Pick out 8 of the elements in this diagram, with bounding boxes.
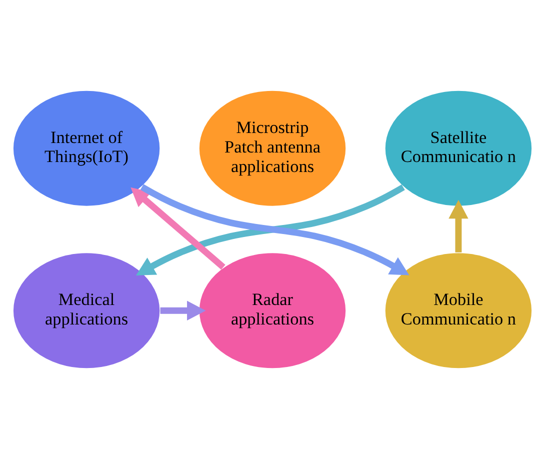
node-ellipse: Medical applications bbox=[12, 252, 161, 369]
node-ellipse: Satellite Communicatio n bbox=[384, 89, 533, 206]
arrow bbox=[160, 300, 206, 320]
node-ellipse: Mobile Communicatio n bbox=[384, 252, 533, 369]
arrow bbox=[130, 186, 226, 270]
node-ellipse: Microstrip Patch antenna applications bbox=[198, 89, 347, 206]
arrow bbox=[448, 199, 468, 252]
node-ellipse: Radar applications bbox=[198, 252, 347, 369]
